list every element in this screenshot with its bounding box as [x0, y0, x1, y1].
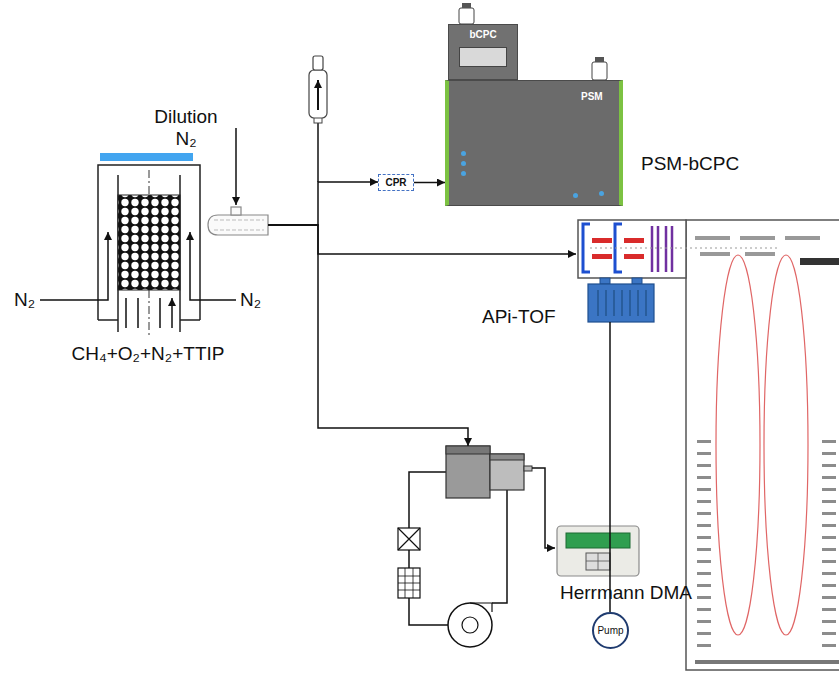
node-label: CPR: [385, 177, 406, 189]
api-tof-instrument: APi-TOF: [576, 218, 839, 336]
node-label: CH₄+O₂+N₂+TTIP: [48, 343, 248, 365]
indicator-dot: [599, 191, 604, 196]
node-label: Pump: [597, 625, 623, 637]
dilution-probe: [208, 128, 268, 235]
dma-instrument: Herrmann DMA: [385, 446, 705, 656]
sample-line: [268, 225, 468, 446]
node-label: Herrmann DMA: [560, 582, 692, 604]
cpr-box: CPR: [378, 174, 414, 191]
node-label: APi-TOF: [482, 306, 556, 328]
sample-line: [268, 225, 576, 254]
indicator-dot: [461, 161, 466, 166]
text-holder: Herrmann DMA: [560, 582, 692, 604]
gas-label: N₂: [240, 289, 261, 311]
sample-line: [609, 336, 611, 612]
reactor: [40, 153, 236, 336]
sample-line: [414, 182, 445, 184]
text-holder: Dilution N₂: [144, 106, 228, 150]
text-holder: bCPC: [449, 29, 517, 41]
node-heading: PSM-bCPC: [641, 153, 739, 175]
filter: [309, 56, 327, 182]
reactor: CH₄+O₂+N₂+TTIP: [93, 150, 205, 340]
node-label: bCPC: [449, 29, 517, 41]
text-holder: CH₄+O₂+N₂+TTIP: [48, 343, 248, 365]
sample-line: [268, 182, 378, 225]
text-holder: PSM: [581, 91, 603, 103]
gas-label: N₂: [14, 289, 35, 311]
indicator-dot: [461, 171, 466, 176]
psm-instrument: PSMPSM-bCPC: [445, 80, 623, 206]
text-holder: N₂: [14, 289, 35, 311]
bcpc-instrument: bCPC: [448, 24, 518, 80]
indicator-dot: [573, 193, 578, 198]
node-label: Dilution N₂: [144, 106, 228, 150]
pump-circle: Pump: [592, 612, 629, 649]
text-holder: PSM-bCPC: [641, 153, 739, 175]
display-screen: [459, 47, 507, 67]
text-holder: N₂: [240, 289, 261, 311]
text-holder: APi-TOF: [482, 306, 556, 328]
indicator-dot: [461, 151, 466, 156]
dilution-probe: Dilution N₂: [206, 212, 268, 238]
node-label: PSM: [581, 91, 603, 103]
